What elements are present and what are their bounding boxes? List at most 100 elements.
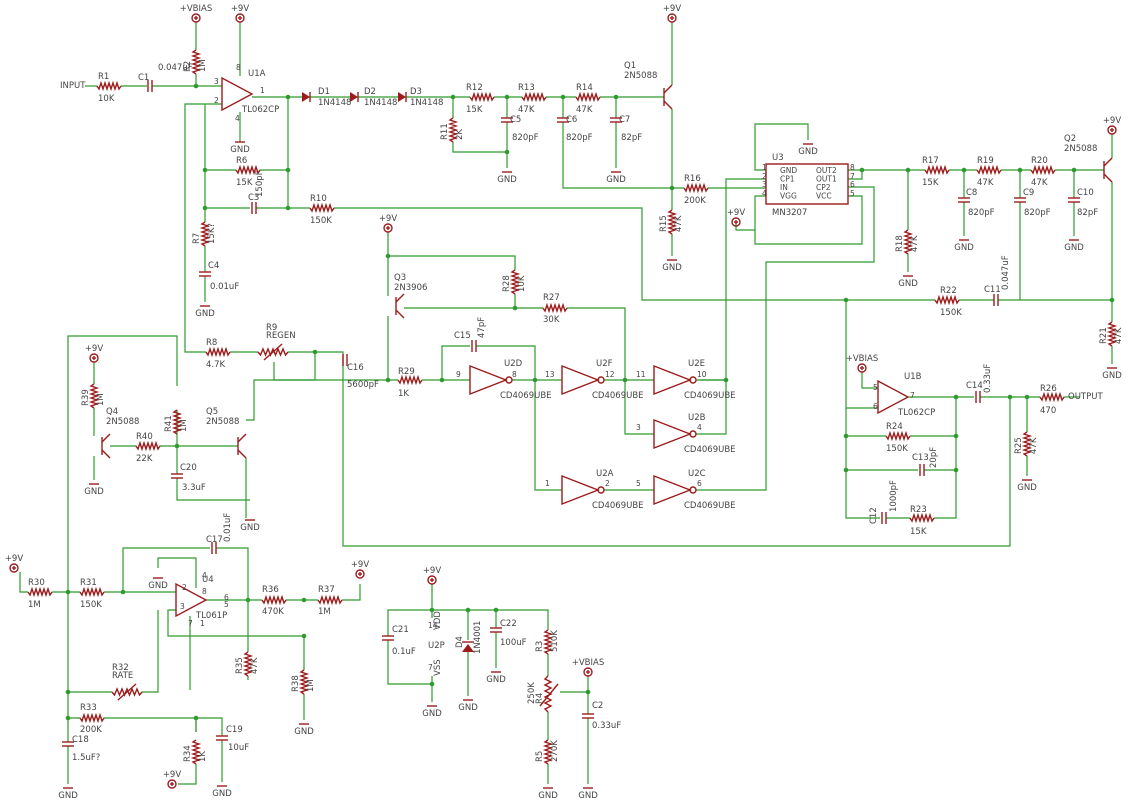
mn3207-pin-label: IN [780,183,788,192]
resistor-value: 15K [910,527,927,537]
resistor-zigzag [190,49,202,75]
resistor-value: 1M [198,59,208,72]
pin-number: 8 [236,63,241,72]
wire [176,478,250,501]
resistor-value: 150K [940,308,962,318]
transistor-ref: Q5 [206,407,218,417]
wire [432,609,549,630]
resistor-zigzag [96,80,122,92]
resistor-zigzag [924,164,950,176]
junction-dot [301,597,307,603]
inverter-symbol [653,364,692,396]
supply-label: +9V [727,208,746,218]
capacitor-value: 1.5uF? [72,753,100,763]
capacitor-value: 150pF [255,170,265,197]
pot-value: RATE [112,671,133,681]
ic-ref: U2A [596,469,614,479]
ic-value: CD4069UBE [684,445,736,455]
wire [273,351,316,381]
inverter-bubble [689,376,697,384]
supply-symbol [9,563,19,573]
wire [845,470,880,519]
resistor-ref: R26 [1040,384,1057,394]
resistor-ref: R1 [98,72,109,82]
pin-number: 9 [456,370,461,379]
resistor-value: 47K [977,178,994,188]
ground-label: GND [148,581,168,591]
resistor-zigzag [934,294,960,306]
diode-ref: D1 [318,87,330,97]
ic-value: MN3207 [772,208,807,218]
resistor-zigzag [575,91,601,103]
resistor-zigzag [309,202,335,214]
mn3207-pin-label: CP2 [816,183,831,192]
ic-value: CD4069UBE [684,391,736,401]
resistor-value: 1K [398,389,409,399]
resistor-value: 10K [98,94,115,104]
transistor-collector [101,433,111,443]
supply-symbol [167,779,177,789]
capacitor-value: 0.1uF [392,647,416,657]
resistor-value: 270K [550,740,560,762]
pin-number: 5 [850,189,855,198]
resistor-ref: R37 [318,585,335,595]
ic-ref: U2P [428,641,445,651]
pin-number: 1 [762,163,767,172]
wire [104,717,197,732]
diode-value: 1N4148 [410,98,443,108]
resistor-ref: R41 [164,415,174,432]
wire [452,142,507,153]
ground-label: GND [1064,243,1084,253]
mn3207-body [765,163,849,205]
resistor-ref: R29 [398,367,415,377]
ground-label: GND [195,309,215,319]
ground-label: GND [662,263,682,273]
wire [67,692,80,719]
pin-number: 14 [428,621,438,630]
capacitor-value: 100uF [500,638,527,648]
resistor-zigzag [261,594,287,606]
junction-dot [504,149,510,155]
resistor-zigzag [683,182,709,194]
resistor-ref: R2 [183,61,193,72]
resistor-value: 150K [80,600,102,610]
capacitor-ref: C10 [1077,188,1094,198]
pot-value: REGEN [266,331,296,341]
transistor-value: 2N5088 [624,71,657,81]
resistor-value: 15K? [207,223,217,244]
ground-label: GND [898,279,918,289]
capacitor-ref: C5 [510,115,521,125]
resistor-ref: R38 [291,675,301,692]
resistor-zigzag [317,594,343,606]
resistor-zigzag [242,651,254,677]
capacitor-value: 10uF [228,743,249,753]
inverter-symbol [561,474,600,506]
resistor-value: 1M [306,679,316,692]
resistor-value: 47K [910,235,920,252]
resistor-ref: R21 [1099,327,1109,344]
capacitor-value: 20pF [929,447,939,468]
pin-number: 6 [873,402,878,411]
wire [315,351,1011,547]
transistor-emitter [395,309,405,319]
wire [387,640,432,685]
capacitor-value: 0.01uF [223,513,233,542]
mn3207-pin-label: OUT1 [816,175,837,184]
wire [476,345,536,380]
pin-number: 6 [850,180,855,189]
pot-value: 250K [527,682,537,704]
inverter-symbol [469,364,508,396]
ground-label: GND [1102,371,1122,381]
capacitor-ref: C17 [206,535,223,545]
diode-ref: D4 [455,636,465,648]
pin-number: 5 [636,479,641,488]
resistor-value: 470K [262,607,284,617]
pot-ref: R9 [266,323,277,333]
resistor-ref: R28 [502,275,512,292]
transistor-collector [663,84,673,94]
resistor-zigzag [1106,321,1118,347]
diode-value: 1N4148 [318,98,351,108]
supply-symbol [427,575,437,585]
wire [204,103,236,171]
resistor-value: 47K [250,657,260,674]
